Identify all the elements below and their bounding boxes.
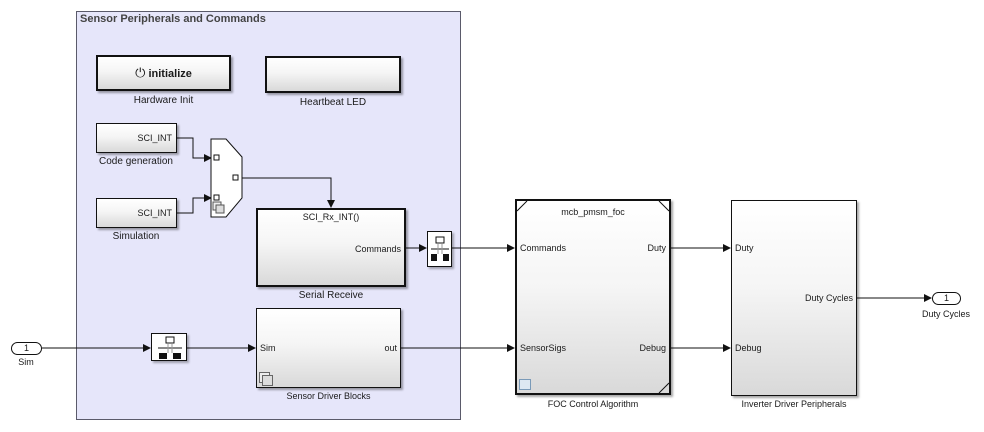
foc-in-port-sensorsigs: SensorSigs [520, 343, 567, 353]
code-generation-label: Code generation [99, 156, 173, 167]
bus-icon [431, 236, 449, 261]
heartbeat-led-block[interactable] [265, 56, 401, 93]
inverter-in-port-duty: Duty [735, 243, 754, 253]
power-icon: ⏻ [135, 65, 146, 80]
hardware-init-block[interactable]: ⏻ initialize [96, 55, 231, 91]
sensor-driver-in-port: Sim [260, 343, 276, 353]
area-title: Sensor Peripherals and Commands [80, 13, 266, 25]
sensor-driver-label: Sensor Driver Blocks [286, 391, 371, 401]
line-codegen-merge [177, 137, 212, 162]
subsystem-icon-back [262, 375, 273, 386]
hardware-init-label: Hardware Init [133, 95, 194, 106]
serial-receive-block[interactable]: SCI_Rx_INT() Commands [256, 208, 406, 287]
model-reference-icon [519, 379, 531, 390]
serial-receive-trigger: SCI_Rx_INT() [302, 212, 360, 222]
inport-number: 1 [23, 343, 29, 353]
foc-in-port-commands: Commands [520, 243, 567, 253]
simulation-label: Simulation [112, 231, 160, 242]
code-generation-block[interactable]: SCI_INT [96, 123, 177, 153]
inverter-label: Inverter Driver Peripherals [741, 399, 847, 409]
foc-out-port-duty: Duty [647, 243, 666, 253]
code-generation-port: SCI_INT [137, 133, 172, 143]
serial-receive-out-port: Commands [354, 244, 401, 254]
inverter-out-port: Duty Cycles [804, 293, 853, 303]
sensor-driver-block[interactable]: Sim out [256, 308, 401, 388]
serial-receive-label: Serial Receive [298, 290, 364, 301]
line-simulation-merge [177, 194, 212, 214]
foc-model-name: mcb_pmsm_foc [561, 207, 625, 217]
outport-label: Duty Cycles [921, 309, 970, 319]
inverter-driver-block[interactable]: Duty Debug Duty Cycles [731, 200, 857, 396]
bus-icon [158, 336, 182, 359]
outport-number: 1 [943, 293, 949, 303]
inport-label: Sim [18, 357, 34, 367]
simulation-port: SCI_INT [137, 208, 172, 218]
foc-label: FOC Control Algorithm [547, 399, 639, 409]
heartbeat-led-label: Heartbeat LED [299, 97, 367, 108]
simulation-block[interactable]: SCI_INT [96, 198, 177, 228]
foc-out-port-debug: Debug [639, 343, 666, 353]
initialize-text: initialize [148, 68, 192, 80]
bus-creator-block[interactable] [151, 333, 187, 361]
merge-block [210, 138, 243, 218]
line-merge-serial [242, 177, 335, 208]
inverter-in-port-debug: Debug [735, 343, 762, 353]
foc-control-block[interactable]: mcb_pmsm_foc Commands SensorSigs Duty De… [515, 199, 671, 395]
bus-selector-block[interactable] [427, 231, 452, 267]
sensor-driver-out-port: out [384, 343, 397, 353]
model-reference-corners [517, 201, 669, 393]
outport-duty-cycles[interactable]: 1 [932, 292, 961, 305]
inport-sim[interactable]: 1 [11, 342, 42, 355]
